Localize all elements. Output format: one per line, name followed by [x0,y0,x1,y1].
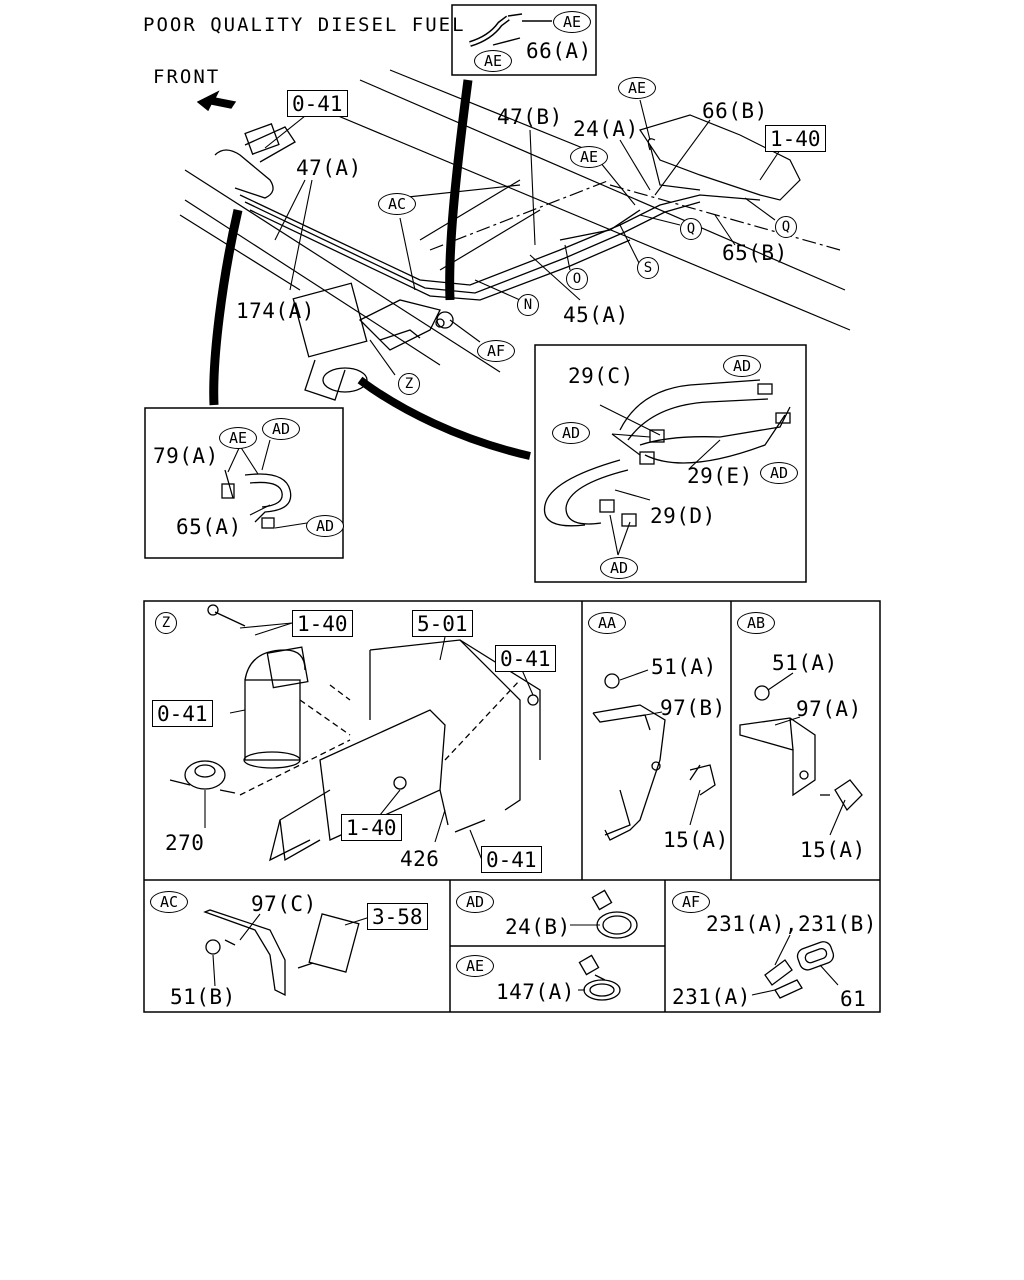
part-231ab: 231(A),231(B) [706,912,877,936]
part-65b: 65(B) [722,241,788,265]
part-47b: 47(B) [497,105,563,129]
ref-0-41-z-right[interactable]: 0-41 [495,645,556,672]
panel-tag-aa: AA [588,612,626,634]
page-title: POOR QUALITY DIESEL FUEL [143,14,466,36]
part-29c: 29(C) [568,364,634,388]
tag-z-main: Z [398,373,420,395]
part-66a-inset: 66(A) [526,39,592,63]
ref-0-41-z-bottom[interactable]: 0-41 [481,846,542,873]
tag-o: O [566,268,588,290]
tag-ae-inset-1: AE [553,11,591,33]
part-29e: 29(E) [687,464,753,488]
part-45a: 45(A) [563,303,629,327]
tag-q-1: Q [680,218,702,240]
tag-ae-left: AE [219,427,257,449]
ref-1-40-z-mid[interactable]: 1-40 [341,814,402,841]
part-24a: 24(A) [573,117,639,141]
part-29d: 29(D) [650,504,716,528]
panel-tag-ab: AB [737,612,775,634]
part-15a-aa: 15(A) [663,828,729,852]
panel-tag-ae: AE [456,955,494,977]
ref-0-41-z-left[interactable]: 0-41 [152,700,213,727]
part-174a: 174(A) [236,299,315,323]
leader-lines [204,99,846,996]
tag-ad-2: AD [552,422,590,444]
part-51b: 51(B) [170,985,236,1009]
fuel-lines [239,194,761,301]
tag-s: S [637,257,659,279]
tag-ad-1: AD [723,355,761,377]
filter-assembly-main [292,282,454,401]
ac-panel-drawing [203,909,360,997]
panel-tag-z: Z [155,612,177,634]
inset-79-frame [144,407,344,559]
tag-q-2: Q [775,216,797,238]
tag-ad-left-2: AD [306,515,344,537]
z-panel-drawing [169,604,541,862]
part-270: 270 [165,831,205,855]
ref-1-40-z[interactable]: 1-40 [292,610,353,637]
tag-ad-4: AD [600,557,638,579]
ref-3-58[interactable]: 3-58 [367,903,428,930]
part-15a-ab: 15(A) [800,838,866,862]
tag-ae-top: AE [618,77,656,99]
panel-tag-ac: AC [150,891,188,913]
ae-panel-drawing [578,954,621,1001]
thick-leader-2 [209,208,243,406]
part-97b: 97(B) [660,696,726,720]
part-426: 426 [400,847,440,871]
thick-leader-3 [357,376,531,460]
fuel-tank-drawing [639,114,801,201]
tag-ad-3: AD [760,462,798,484]
ref-5-01[interactable]: 5-01 [412,610,473,637]
ab-panel-drawing [739,685,863,812]
pipes-29-drawing [543,379,791,527]
part-51a-aa: 51(A) [651,655,717,679]
part-231a: 231(A) [672,985,751,1009]
panel-tag-ad: AD [456,891,494,913]
panel-tag-af: AF [672,891,710,913]
ref-1-40-top[interactable]: 1-40 [765,125,826,152]
af-panel-drawing [764,941,835,999]
part-97a: 97(A) [796,697,862,721]
fitting-041-drawing [214,123,296,199]
thick-leader-1 [445,79,473,301]
lower-grid-lines [143,600,881,1013]
frame-rails [179,69,851,373]
part-51a-ab: 51(A) [772,651,838,675]
front-label: FRONT [153,66,221,88]
hose-66a-drawing [469,13,552,47]
ref-0-41-top[interactable]: 0-41 [287,90,348,117]
inset-top-frame [451,4,597,76]
hose-65a-drawing [221,469,292,529]
aa-panel-drawing [592,673,716,841]
part-61: 61 [840,987,867,1011]
ad-panel-drawing [591,889,638,939]
tag-ae-mid: AE [570,146,608,168]
front-arrow [196,90,237,112]
part-65a: 65(A) [176,515,242,539]
inset-29-frame [534,344,807,583]
part-79a: 79(A) [153,444,219,468]
part-97c: 97(C) [251,892,317,916]
part-47a: 47(A) [296,156,362,180]
tag-ad-left-1: AD [262,418,300,440]
tag-ae-inset-2: AE [474,50,512,72]
part-24b: 24(B) [505,915,571,939]
part-66b: 66(B) [702,99,768,123]
tag-n: N [517,294,539,316]
tag-ac-main: AC [378,193,416,215]
tag-af-main: AF [477,340,515,362]
part-147a: 147(A) [496,980,575,1004]
